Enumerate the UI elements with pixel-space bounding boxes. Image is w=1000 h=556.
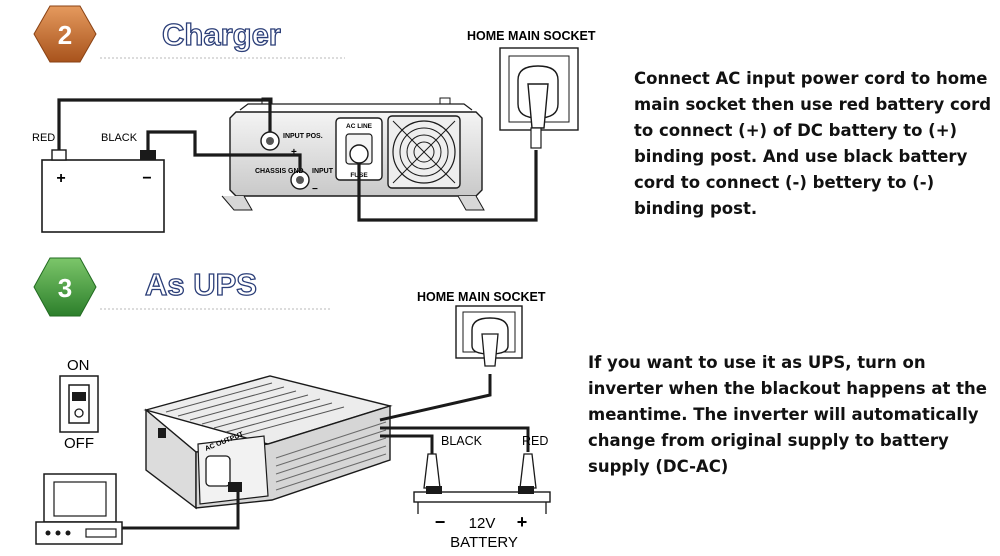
step-2-title: Charger bbox=[162, 17, 281, 52]
socket-label-1: HOME MAIN SOCKET bbox=[467, 29, 596, 43]
step-3-header: 3 As UPS bbox=[33, 257, 330, 317]
charger-wires bbox=[57, 98, 538, 222]
input-neg-label: INPUT NEG. bbox=[312, 168, 352, 175]
socket-label-2: HOME MAIN SOCKET bbox=[417, 290, 546, 304]
computer-output-cord bbox=[122, 490, 240, 530]
ups-battery-label: BATTERY bbox=[450, 534, 518, 551]
step-2-header: 2 Charger bbox=[33, 5, 345, 63]
black-wire bbox=[146, 130, 302, 171]
ups-red-label: RED bbox=[522, 434, 548, 448]
home-socket-1 bbox=[499, 47, 579, 149]
switch-off-label: OFF bbox=[64, 435, 94, 452]
red-cable-label: RED bbox=[32, 132, 55, 144]
step-3-badge bbox=[33, 257, 97, 317]
ups-black-label: BLACK bbox=[441, 434, 483, 448]
charger-unit: INPUT POS. + CHASSIS GND INPUT NEG. − AC… bbox=[221, 97, 485, 211]
ups-inverter: AC OUTPUT bbox=[143, 375, 393, 510]
computer bbox=[35, 473, 123, 545]
ups-battery: − 12V + BATTERY bbox=[413, 486, 551, 551]
charger-instructions: Connect AC input power cord to home main… bbox=[634, 69, 992, 218]
home-socket-2 bbox=[455, 305, 523, 367]
ups-instructions: If you want to use it as UPS, turn on in… bbox=[588, 353, 987, 476]
charger-battery: + − bbox=[41, 149, 165, 233]
input-neg-minus: − bbox=[312, 184, 318, 195]
black-cable-label: BLACK bbox=[101, 132, 138, 144]
chassis-gnd-label: CHASSIS GND bbox=[255, 168, 304, 175]
switch-on-label: ON bbox=[67, 357, 90, 374]
input-pos-plus: + bbox=[291, 147, 297, 158]
ups-battery-voltage: 12V bbox=[469, 515, 496, 532]
battery-clamps bbox=[423, 453, 537, 489]
input-pos-label: INPUT POS. bbox=[283, 133, 323, 140]
ups-battery-plus: + bbox=[517, 512, 528, 532]
step-2-number: 2 bbox=[58, 20, 72, 50]
step-3-title: As UPS bbox=[145, 267, 257, 302]
battery-minus-label: − bbox=[142, 170, 151, 187]
ups-red-wire bbox=[380, 426, 530, 452]
step-2-badge bbox=[33, 5, 97, 63]
ups-battery-minus: − bbox=[435, 512, 446, 532]
ac-line-label: AC LINE bbox=[346, 123, 373, 130]
power-switch bbox=[59, 375, 99, 433]
ups-black-wire bbox=[380, 434, 434, 454]
battery-plus-label: + bbox=[56, 170, 65, 187]
ac-cord bbox=[357, 150, 538, 222]
ups-wires bbox=[122, 374, 530, 530]
ups-input-cord bbox=[379, 374, 492, 422]
step-3-number: 3 bbox=[58, 273, 72, 303]
red-wire bbox=[57, 98, 272, 150]
